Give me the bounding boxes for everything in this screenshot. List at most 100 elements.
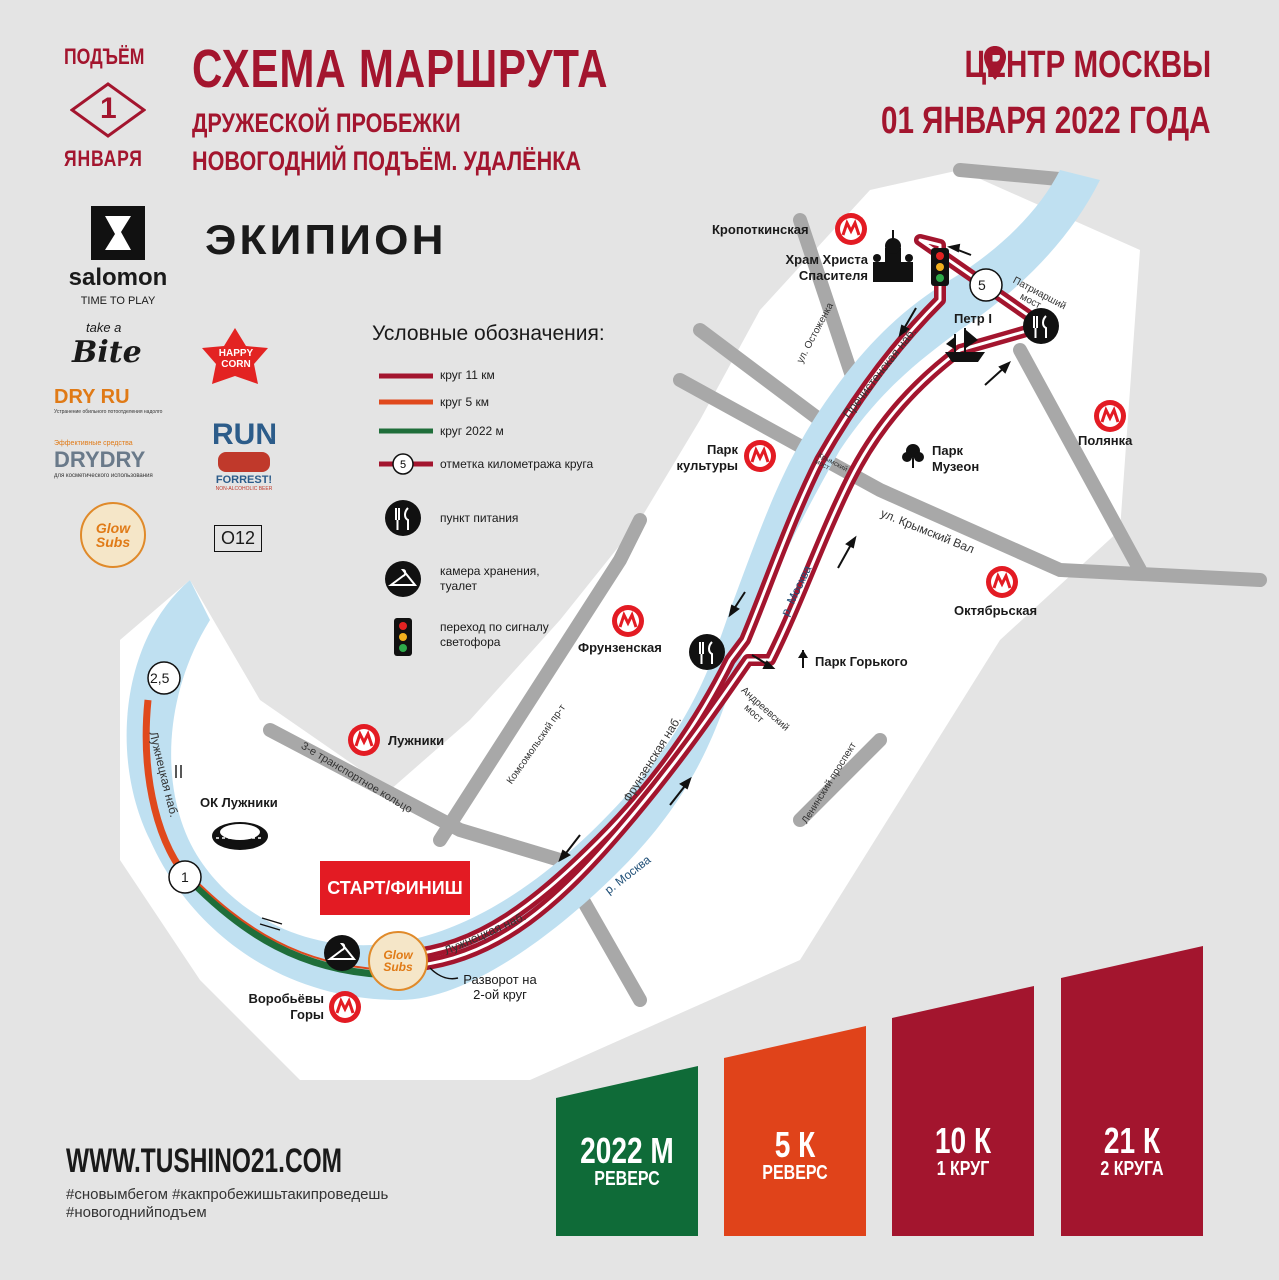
- legend-label-2022m: круг 2022 м: [440, 424, 504, 438]
- drydry-small: для косметического использования: [54, 473, 153, 479]
- km-marker-2-5: 2,5: [150, 670, 170, 686]
- place-muzeon: Парк Музеон: [932, 443, 980, 474]
- cathedral-icon: [873, 230, 913, 282]
- happycorn-star-icon: [202, 328, 268, 384]
- metro-icons: [329, 213, 1126, 1023]
- subtitle-1: ДРУЖЕСКОЙ ПРОБЕЖКИ: [192, 108, 461, 138]
- takeabite-big: Bite: [72, 335, 142, 370]
- legend-symbols: 5: [379, 373, 433, 656]
- forrest-small: NON-ALCOHOLIC BEER: [215, 486, 273, 492]
- legend-km-marker: [392, 453, 414, 475]
- run-text: RUN: [212, 418, 277, 451]
- bar-21k: [1061, 946, 1203, 1236]
- bar-10k-labels: 10 К 1 КРУГ: [892, 1120, 1034, 1200]
- map-glowsubs-logo: Glow Subs: [368, 931, 428, 991]
- place-ok-luzhniki: ОК Лужники: [200, 795, 278, 810]
- o12-logo: O12: [214, 525, 263, 552]
- glowsubs-text: Glow Subs: [95, 520, 131, 550]
- bar-10k-sub: 1 КРУГ: [936, 1158, 990, 1180]
- salomon-wordmark: salomon: [68, 264, 168, 291]
- ekipion-logo: ЭКИПИОН: [205, 216, 447, 263]
- hashtags-line-1: #сновымбегом #какпробежишьтакипроведешь: [66, 1186, 389, 1203]
- bar-5k-main: 5 К: [774, 1124, 816, 1165]
- salomon-mark-icon: [91, 206, 145, 260]
- happycorn-logo: HAPPY CORN: [200, 326, 270, 386]
- website-link[interactable]: WWW.TUSHINO21.COM: [66, 1142, 343, 1180]
- bar-21k-labels: 21 К 2 КРУГА: [1061, 1120, 1203, 1200]
- map-glowsubs-text: Glow Subs: [383, 948, 413, 974]
- place-petr: Петр I: [954, 311, 992, 326]
- moscow-river: [126, 170, 1100, 1000]
- drydry-top: Эффективные средства: [54, 440, 133, 447]
- route-2022m: [187, 877, 401, 979]
- legend-hanger-icon: [385, 561, 421, 597]
- legend-label-hanger: камера хранения, туалет: [440, 564, 540, 593]
- metro-vorobyovy-gory: Воробьёвы Горы: [248, 991, 324, 1022]
- forrest-shoe-icon: [218, 452, 270, 472]
- place-razvorot: Разворот на 2-ой круг: [463, 972, 537, 1002]
- legend-label-11km: круг 11 км: [440, 368, 495, 382]
- legend-food-icon: [385, 500, 421, 536]
- drydry-logo: Эффективные средства DRYDRY для косметич…: [54, 440, 178, 479]
- metro-oktyabrskaya: Октябрьская: [954, 603, 1038, 618]
- glowsubs-logo: Glow Subs: [80, 502, 146, 568]
- start-finish-badge: СТАРТ/ФИНИШ: [320, 861, 470, 915]
- place-gorky: Парк Горького: [815, 654, 908, 669]
- bar-2022m: [556, 1066, 698, 1236]
- map-traffic-light-icon: [931, 248, 949, 286]
- location-text: ЦЕНТР МОСКВЫ: [964, 44, 1211, 86]
- bar-5k-sub: РЕВЕРС: [762, 1162, 828, 1184]
- run-forrest-logo: RUN FORREST! NON-ALCOHOLIC BEER: [212, 418, 277, 493]
- forrest-text: FORREST!: [215, 474, 273, 486]
- subtitle-2: НОВОГОДНИЙ ПОДЪЁМ. УДАЛЁНКА: [192, 146, 582, 176]
- bar-5k-labels: 5 К РЕВЕРС: [724, 1124, 866, 1204]
- razvorot-arrow-icon: [429, 967, 459, 980]
- km-marker-5: 5: [978, 277, 986, 293]
- direction-arrows: [558, 243, 1011, 863]
- logo-word-bottom: ЯНВАРЯ: [64, 146, 143, 171]
- metro-park-kultury: Парк культуры: [676, 442, 738, 473]
- legend-label-traffic: переход по сигналу светофора: [440, 620, 549, 649]
- takeabite-small: take a: [86, 320, 122, 335]
- bar-21k-main: 21 К: [1103, 1120, 1161, 1161]
- legend-label-5km: круг 5 км: [440, 395, 490, 409]
- podyom-logo: ПОДЪЁМ 1 ЯНВАРЯ: [62, 44, 154, 174]
- happycorn-text: HAPPY CORN: [218, 348, 254, 370]
- bar-10k: [892, 986, 1034, 1236]
- bidirectional-arrows: [175, 765, 283, 931]
- bar-2022m-main: 2022 М: [580, 1130, 674, 1171]
- roads: [263, 163, 1267, 1007]
- page-title: СХЕМА МАРШРУТА: [192, 39, 609, 99]
- bar-2022m-sub: РЕВЕРС: [594, 1168, 660, 1190]
- salomon-tagline: TIME TO PLAY: [80, 295, 156, 307]
- dryru-text: DRY RU: [54, 386, 130, 408]
- logo-number: 1: [100, 92, 118, 125]
- logo-word-top: ПОДЪЁМ: [64, 44, 145, 69]
- km-marker-1: 1: [181, 869, 189, 885]
- logo-diamond-icon: [70, 82, 146, 138]
- dryru-small: Устранение обильного потоотделения надол…: [54, 409, 163, 415]
- salomon-logo: salomon TIME TO PLAY: [60, 206, 176, 307]
- legend-km-marker-text: 5: [400, 459, 406, 471]
- route-11km: [399, 234, 1041, 971]
- place-khram: Храм Христа Спасителя: [785, 252, 868, 283]
- hashtags-line-2: #новогоднийподъем: [66, 1204, 207, 1221]
- bar-10k-main: 10 К: [934, 1120, 992, 1161]
- metro-polyanka: Полянка: [1078, 433, 1133, 448]
- takeabite-logo: take a Bite: [72, 320, 142, 370]
- metro-luzhniki: Лужники: [388, 733, 445, 748]
- tree-icon: [902, 444, 924, 468]
- bar-21k-sub: 2 КРУГА: [1100, 1158, 1164, 1180]
- park-arrow-icon: [798, 650, 808, 668]
- metro-frunzenskaya: Фрунзенская: [578, 640, 662, 655]
- location-pin-icon: [984, 46, 1006, 80]
- drydry-text: DRYDRY: [54, 447, 146, 472]
- legend-title: Условные обозначения:: [372, 322, 605, 345]
- map-food-icons: [689, 308, 1059, 670]
- map-hanger-icon: [324, 935, 360, 971]
- stadium-icon: [212, 822, 268, 850]
- km-markers: [147, 268, 1003, 894]
- date-text: 01 ЯНВАРЯ 2022 ГОДА: [881, 100, 1211, 142]
